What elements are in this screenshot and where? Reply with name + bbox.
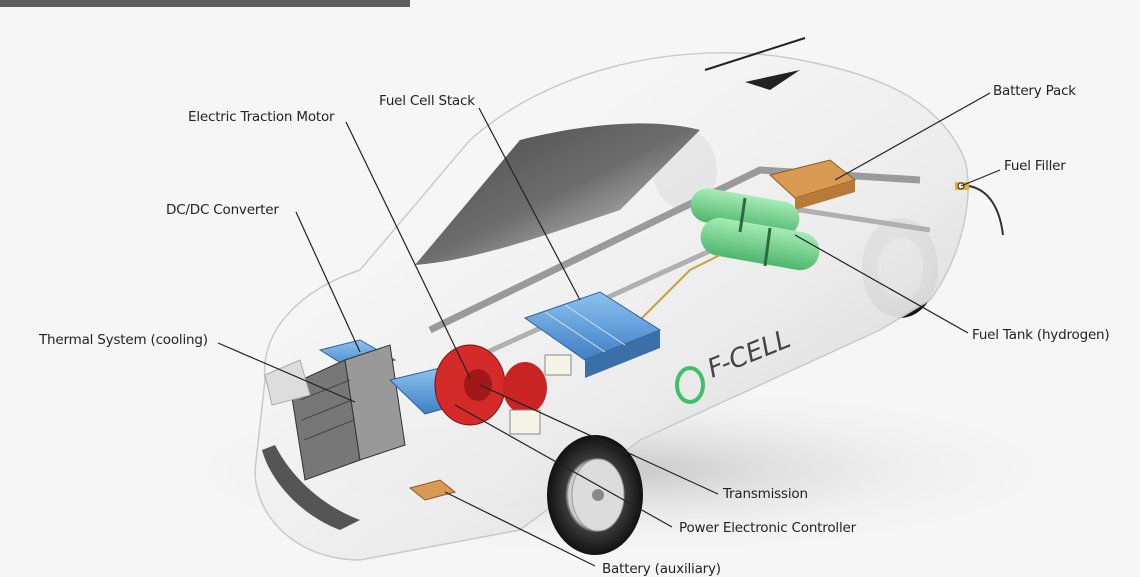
windshield	[415, 123, 700, 265]
label-dc-dc-converter: DC/DC Converter	[166, 202, 279, 218]
label-battery-pack: Battery Pack	[993, 83, 1076, 99]
front-wheel	[547, 435, 643, 555]
headlight	[264, 359, 311, 406]
label-fuel-tank: Fuel Tank (hydrogen)	[972, 327, 1110, 343]
power-controller-part	[509, 354, 572, 435]
label-fuel-filler: Fuel Filler	[1004, 158, 1066, 174]
battery-pack-part	[768, 159, 857, 210]
label-fuel-cell-stack: Fuel Cell Stack	[379, 93, 475, 109]
top-banner-bar	[0, 0, 410, 7]
fuel-cell-stack-part	[523, 291, 662, 378]
leader-fuel-tank	[794, 234, 969, 334]
aux-battery-part	[408, 479, 457, 501]
leader-lines	[217, 92, 1001, 567]
leader-power-controller	[454, 404, 673, 528]
leader-battery-pack	[834, 92, 991, 181]
leader-transmission	[479, 384, 719, 495]
hydrogen-tanks-part	[690, 188, 820, 271]
leader-fuel-filler	[960, 169, 1001, 187]
label-power-electronic-controller: Power Electronic Controller	[679, 520, 856, 536]
roof-fin	[745, 70, 800, 90]
leader-fuel-cell-stack	[478, 107, 581, 301]
front-grille	[262, 445, 360, 530]
roof-antenna	[704, 37, 806, 71]
leader-traction-motor	[345, 121, 471, 379]
leader-aux-battery	[444, 491, 596, 567]
label-transmission: Transmission	[723, 486, 808, 502]
label-thermal-system: Thermal System (cooling)	[39, 332, 208, 348]
leader-dc-dc-converter	[295, 211, 361, 353]
label-electric-traction-motor: Electric Traction Motor	[188, 109, 335, 125]
leader-thermal-system	[217, 342, 356, 403]
label-battery-auxiliary: Battery (auxiliary)	[602, 561, 721, 577]
traction-motor-part	[434, 344, 547, 426]
chassis-rail	[428, 166, 921, 334]
